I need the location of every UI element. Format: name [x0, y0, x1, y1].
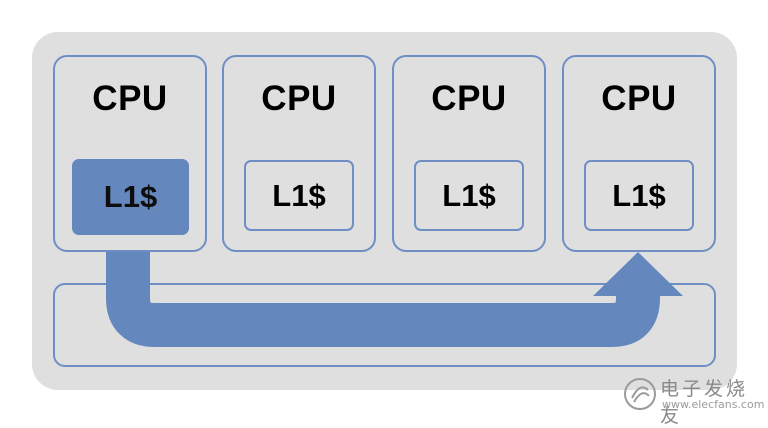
- core-2: CPU L1$: [222, 55, 376, 252]
- cpu-label: CPU: [261, 79, 337, 118]
- l1-cache-active: L1$: [72, 159, 189, 235]
- l1-cache: L1$: [244, 160, 354, 231]
- arrow-shaft: [106, 252, 660, 347]
- shared-bus: [53, 283, 716, 367]
- core-1: CPU L1$: [53, 55, 207, 252]
- l1-cache: L1$: [584, 160, 694, 231]
- arrow-head: [593, 252, 683, 296]
- cpu-label: CPU: [601, 79, 677, 118]
- cpu-label: CPU: [431, 79, 507, 118]
- core-3: CPU L1$: [392, 55, 546, 252]
- l1-cache: L1$: [414, 160, 524, 231]
- core-4: CPU L1$: [562, 55, 716, 252]
- cpu-label: CPU: [92, 79, 168, 118]
- watermark: 电子发烧友 www.elecfans.com: [622, 372, 765, 427]
- watermark-logo-icon: [624, 378, 656, 410]
- watermark-url: www.elecfans.com: [662, 398, 765, 411]
